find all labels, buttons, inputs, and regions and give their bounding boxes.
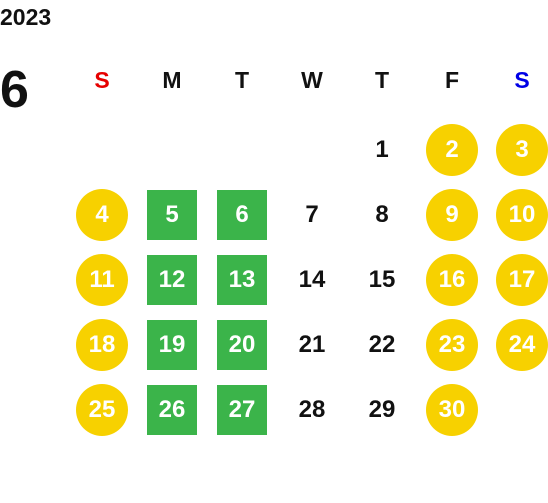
day-number: 16 — [438, 266, 466, 293]
green-square-marker — [147, 385, 197, 435]
yellow-circle-marker — [426, 254, 478, 306]
day-cell-11[interactable]: 11 — [75, 254, 129, 306]
day-number: 17 — [508, 266, 536, 293]
day-number: 19 — [158, 331, 186, 358]
day-cell-30[interactable]: 30 — [425, 384, 479, 436]
yellow-circle-marker — [76, 319, 128, 371]
day-number: 15 — [368, 266, 396, 293]
day-cell-21[interactable]: 21 — [285, 320, 339, 370]
day-number: 11 — [89, 266, 115, 293]
day-number: 23 — [438, 331, 466, 358]
day-number: 20 — [228, 331, 256, 358]
day-cell-13[interactable]: 13 — [215, 255, 269, 305]
day-number: 3 — [515, 136, 529, 163]
green-square-marker — [217, 385, 267, 435]
day-number: 13 — [228, 266, 256, 293]
day-cell-29[interactable]: 29 — [355, 385, 409, 435]
yellow-circle-marker — [496, 189, 548, 241]
weekday-header-2: T — [234, 67, 250, 93]
day-cell-25[interactable]: 25 — [75, 384, 129, 436]
day-number: 29 — [368, 396, 396, 423]
month-label: 6 — [0, 61, 29, 119]
day-number: 24 — [508, 331, 536, 358]
weekday-header-1: M — [162, 67, 182, 93]
day-number: 8 — [375, 201, 389, 228]
green-square-marker — [147, 255, 197, 305]
green-square-marker — [217, 255, 267, 305]
day-cell-1[interactable]: 1 — [355, 125, 409, 175]
day-number: 6 — [235, 201, 249, 228]
yellow-circle-marker — [426, 384, 478, 436]
day-number: 12 — [158, 266, 186, 293]
yellow-circle-marker — [76, 189, 128, 241]
day-cell-6[interactable]: 6 — [215, 190, 269, 240]
day-cell-27[interactable]: 27 — [215, 385, 269, 435]
yellow-circle-marker — [426, 319, 478, 371]
day-cell-28[interactable]: 28 — [285, 385, 339, 435]
day-cell-24[interactable]: 24 — [495, 319, 548, 371]
yellow-circle-marker — [496, 254, 548, 306]
day-number: 21 — [298, 331, 326, 358]
yellow-circle-marker — [426, 124, 478, 176]
weekday-header-0: S — [94, 67, 110, 93]
yellow-circle-marker — [496, 124, 548, 176]
day-cell-2[interactable]: 2 — [425, 124, 479, 176]
weekday-header-6: S — [514, 67, 530, 93]
green-square-marker — [217, 190, 267, 240]
day-number: 1 — [375, 136, 389, 163]
yellow-circle-marker — [76, 384, 128, 436]
day-cell-14[interactable]: 14 — [285, 255, 339, 305]
day-cell-5[interactable]: 5 — [145, 190, 199, 240]
weekday-header-3: W — [301, 67, 323, 93]
yellow-circle-marker — [426, 189, 478, 241]
green-square-marker — [147, 320, 197, 370]
day-cell-12[interactable]: 12 — [145, 255, 199, 305]
green-square-marker — [147, 190, 197, 240]
day-number: 30 — [438, 396, 466, 423]
day-cell-15[interactable]: 15 — [355, 255, 409, 305]
year-label: 2023 — [0, 4, 52, 30]
yellow-circle-marker — [76, 254, 128, 306]
day-cell-17[interactable]: 17 — [495, 254, 548, 306]
day-cell-7[interactable]: 7 — [285, 190, 339, 240]
day-number: 26 — [158, 396, 186, 423]
day-number: 9 — [445, 201, 459, 228]
day-cell-26[interactable]: 26 — [145, 385, 199, 435]
day-number: 4 — [95, 201, 109, 228]
day-cell-19[interactable]: 19 — [145, 320, 199, 370]
day-number: 7 — [305, 201, 319, 228]
day-number: 2 — [445, 136, 459, 163]
day-cell-20[interactable]: 20 — [215, 320, 269, 370]
day-cell-4[interactable]: 4 — [75, 189, 129, 241]
yellow-circle-marker — [496, 319, 548, 371]
day-cell-22[interactable]: 22 — [355, 320, 409, 370]
day-cell-23[interactable]: 23 — [425, 319, 479, 371]
day-number: 22 — [368, 331, 396, 358]
green-square-marker — [217, 320, 267, 370]
day-number: 10 — [508, 201, 536, 228]
day-number: 14 — [298, 266, 326, 293]
day-cell-16[interactable]: 16 — [425, 254, 479, 306]
day-number: 25 — [88, 396, 116, 423]
day-number: 28 — [298, 396, 326, 423]
day-number: 5 — [165, 201, 179, 228]
day-cell-3[interactable]: 3 — [495, 124, 548, 176]
day-cell-8[interactable]: 8 — [355, 190, 409, 240]
weekday-header-4: T — [374, 67, 390, 93]
weekday-header-5: F — [444, 67, 460, 93]
day-cell-9[interactable]: 9 — [425, 189, 479, 241]
day-cell-18[interactable]: 18 — [75, 319, 129, 371]
day-cell-10[interactable]: 10 — [495, 189, 548, 241]
day-number: 27 — [228, 396, 256, 423]
day-number: 18 — [88, 331, 116, 358]
